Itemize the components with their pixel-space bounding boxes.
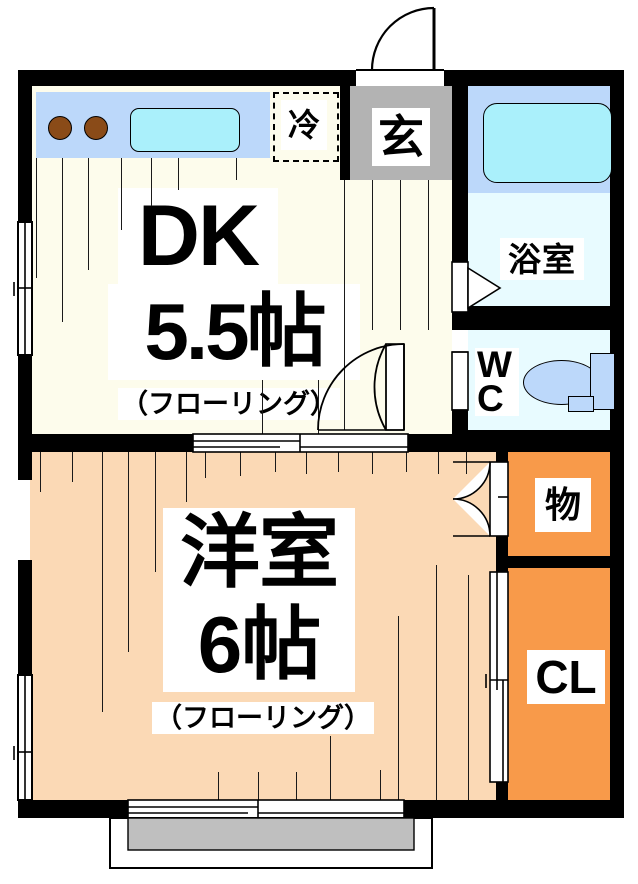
toilet-tank <box>590 353 615 410</box>
floor-grain <box>330 736 331 800</box>
floor-grain <box>155 452 156 572</box>
floor-grain <box>372 180 373 330</box>
label-genkan: 玄 <box>372 108 430 166</box>
wall-left-mid <box>18 355 32 480</box>
floor-grain <box>40 452 41 492</box>
floor-grain <box>151 158 152 206</box>
wall-stub-storage-top <box>496 434 624 452</box>
floor-grain <box>178 158 179 190</box>
label-dk-name: DK <box>118 188 278 284</box>
floor-grain <box>205 452 206 478</box>
label-bath: 浴室 <box>500 238 584 280</box>
floor-grain <box>338 452 339 472</box>
label-wc-c: C <box>477 378 504 419</box>
floor-grain <box>398 616 399 800</box>
label-washitsu-size: 6帖 <box>163 598 355 692</box>
wall-corridor-bath <box>452 70 468 270</box>
stove-burner-right <box>84 116 108 140</box>
wall-bottom <box>18 800 624 818</box>
wall-bath-wc <box>452 306 624 330</box>
wall-closet-left-upper <box>496 452 508 470</box>
floor-grain <box>218 772 219 800</box>
wall-storage-closet <box>496 556 624 568</box>
floor-grain <box>428 180 429 330</box>
floor-grain <box>438 452 439 474</box>
floor-grain <box>128 452 129 652</box>
wall-left-upper <box>18 70 32 222</box>
floor-grain <box>262 380 263 434</box>
fridge-label: 冷 <box>281 100 327 150</box>
floor-grain <box>318 380 319 434</box>
toilet-base <box>568 396 594 412</box>
door-wc <box>451 351 469 411</box>
floor-grain <box>240 452 241 476</box>
balcony <box>109 817 433 869</box>
wall-dk-washitsu <box>18 434 504 452</box>
entrance-threshold <box>356 70 444 86</box>
floor-grain <box>236 158 237 180</box>
floor-grain <box>62 158 63 322</box>
floor-grain <box>186 452 187 502</box>
label-closet: CL <box>527 650 605 704</box>
label-washitsu-name: 洋室 <box>163 508 355 598</box>
floor-grain <box>88 158 89 270</box>
floor-grain <box>344 180 345 430</box>
floor-grain <box>372 452 373 474</box>
floor-grain <box>406 452 407 472</box>
bathtub <box>483 103 612 183</box>
kitchen-sink <box>130 108 240 152</box>
wall-closet-left-lower <box>496 782 508 800</box>
floor-grain <box>258 772 259 800</box>
label-wc: W C <box>475 343 519 419</box>
wall-dk-corridor <box>340 86 350 180</box>
floor-grain <box>36 158 37 278</box>
label-dk-flooring: （フローリング） <box>118 388 340 420</box>
wall-top <box>18 70 624 86</box>
floor-grain <box>72 452 73 482</box>
floor-grain <box>102 452 103 712</box>
floor-grain <box>436 565 437 800</box>
floor-grain <box>296 772 297 800</box>
floor-grain <box>275 452 276 472</box>
floor-grain <box>468 575 469 800</box>
label-storage: 物 <box>535 478 591 532</box>
wall-left-lower <box>18 560 32 675</box>
fridge-space <box>273 92 339 162</box>
floor-grain <box>400 180 401 330</box>
floor-grain <box>380 770 381 800</box>
floor-grain <box>466 452 467 474</box>
label-washitsu-flooring: （フローリング） <box>152 702 374 734</box>
stove-burner-left <box>48 116 72 140</box>
label-wc-w: W <box>477 343 512 385</box>
floor-grain <box>121 158 122 230</box>
label-dk-size: 5.5帖 <box>108 284 360 380</box>
floor-grain <box>306 452 307 474</box>
